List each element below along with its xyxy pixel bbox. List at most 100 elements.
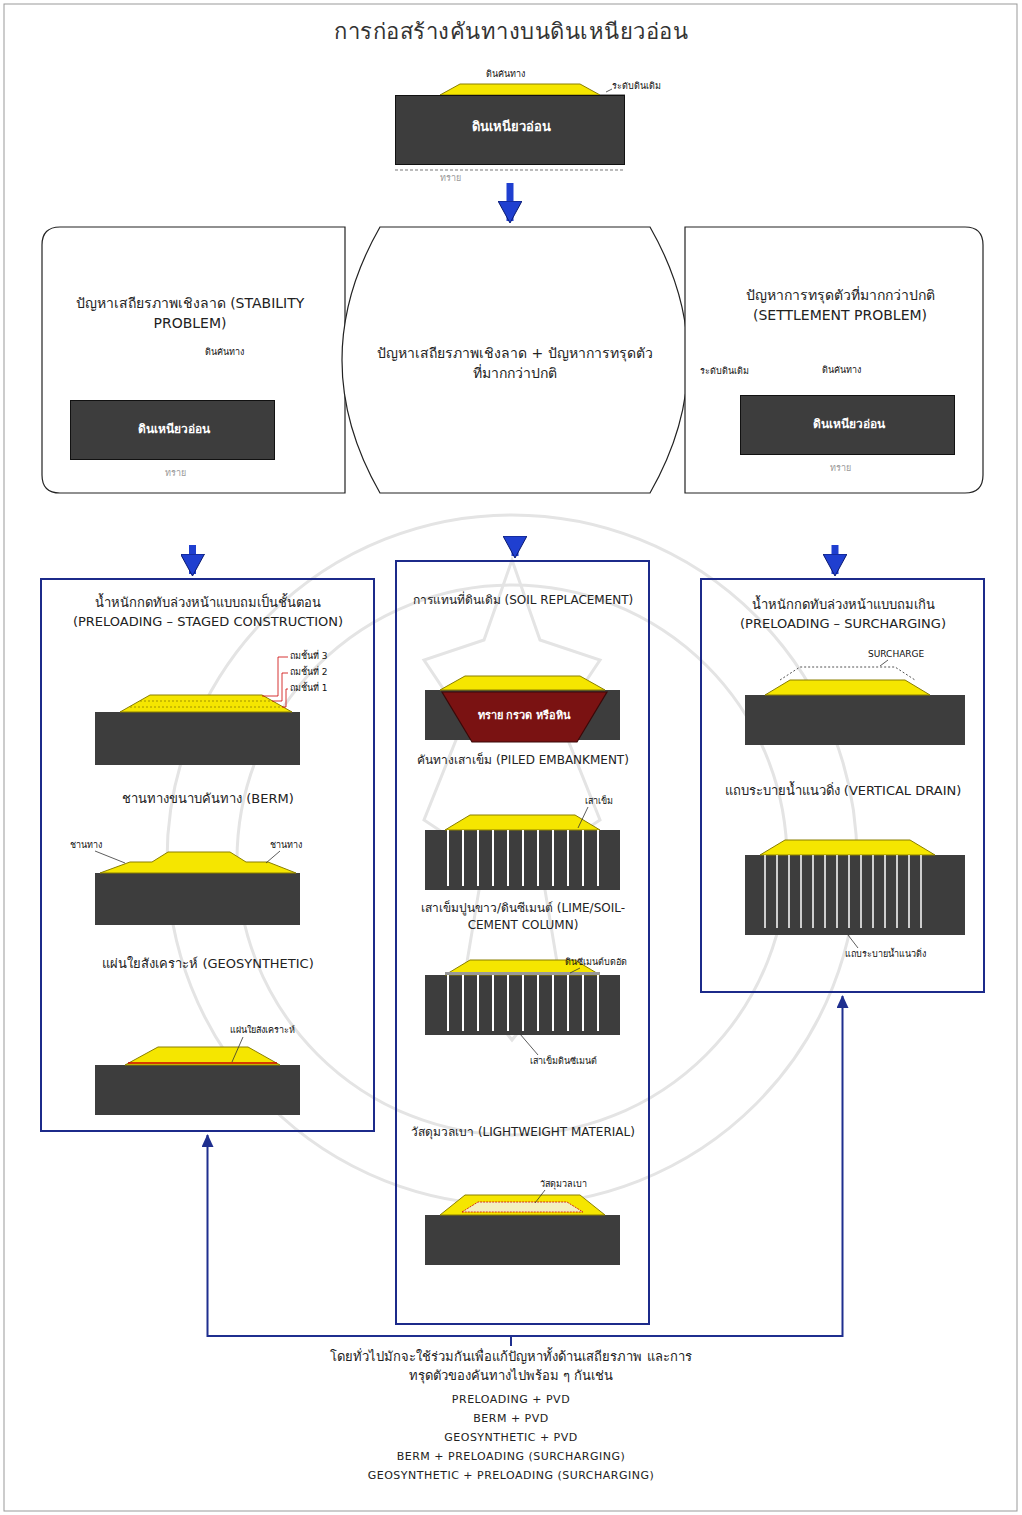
leader-line (570, 968, 580, 973)
embankment-fill (440, 1195, 605, 1215)
stroke-line (522, 975, 524, 1031)
node-text: PRELOADING + PVD (250, 1392, 772, 1408)
part-label: เสาเข็ม (585, 797, 613, 807)
stroke-line (800, 855, 802, 928)
solution-box: น้ำหนักกดทับล่วงหน้าแบบถมเป็นชั้นตอน (PR… (40, 578, 375, 1132)
stroke-line (920, 855, 922, 928)
part-label: ดินคันทาง (205, 348, 244, 358)
soft-clay (425, 830, 620, 890)
geosynthetic-sheet (128, 1062, 277, 1064)
outline-path (442, 692, 607, 742)
fill-layer-line (130, 707, 282, 708)
flow-arrow (512, 545, 519, 556)
stroke-line (848, 855, 850, 928)
embankment-fill (440, 676, 605, 690)
part-label: ระดับดินเดิม (612, 82, 661, 92)
stroke-line (884, 855, 886, 928)
node-text: การแทนที่ดินเดิม (SOIL REPLACEMENT) (405, 592, 641, 609)
soft-clay-box: ดินเหนียวอ่อน (740, 395, 955, 455)
part-label: ถมชั้นที่ 1 (290, 684, 328, 694)
stroke-line (507, 830, 509, 886)
soft-clay (95, 1065, 300, 1115)
leader-line (848, 935, 858, 948)
stroke-line (582, 830, 584, 886)
seal-emblem (424, 560, 600, 1040)
stroke-line (764, 855, 766, 928)
stroke-line (447, 830, 449, 886)
stroke-line (836, 855, 838, 928)
node-text: น้ำหนักกดทับล่วงหน้าแบบถมเป็นชั้นตอน (PR… (54, 594, 362, 632)
node-text: ปัญหาเสถียรภาพเชิงลาด + ปัญหาการทรุดตัวท… (370, 343, 660, 384)
embankment-fill (445, 815, 600, 830)
part-label: ระดับดินเดิม (700, 367, 749, 377)
stroke-line (447, 975, 449, 1031)
stroke-line (908, 855, 910, 928)
node-text: GEOSYNTHETIC + PVD (250, 1430, 772, 1446)
stroke-line (462, 975, 464, 1031)
stroke-line (477, 830, 479, 886)
part-label: ทราย (440, 174, 461, 184)
leader-line (880, 660, 888, 666)
part-label: ดินคันทาง (822, 366, 861, 376)
outline-path (42, 227, 345, 493)
stroke-line (567, 830, 569, 886)
part-label: แถบระบายน้ำแนวดิ่ง (845, 950, 926, 960)
soft-clay (745, 695, 965, 745)
sand-layer (395, 169, 625, 171)
leader-line (606, 89, 612, 92)
stroke-line (537, 975, 539, 1031)
outline-path (685, 227, 983, 493)
pile-lines (448, 830, 598, 886)
part-label: ถมชั้นที่ 3 (290, 652, 328, 662)
embankment-fill (440, 84, 600, 95)
flow-arrow (189, 545, 196, 574)
soft-clay (425, 975, 620, 1035)
stroke-line (896, 855, 898, 928)
stroke-line (776, 855, 778, 928)
part-label: ดินคันทาง (486, 70, 525, 80)
node-text: BERM + PRELOADING (SURCHARGING) (250, 1449, 772, 1465)
leader-line (578, 807, 588, 828)
diagram-title: การก่อสร้างคันทางบนดินเหนียวอ่อน (0, 14, 1022, 49)
embankment-fill (100, 852, 296, 873)
cement-soil-cap (445, 972, 600, 975)
part-label: ทราย (830, 464, 851, 474)
node-text: เสาเข็มปูนขาว/ดินซีเมนต์ (LIME/SOIL-CEME… (405, 900, 641, 935)
node-text: ปัญหาเสถียรภาพเชิงลาด (STABILITY PROBLEM… (55, 293, 325, 334)
embankment-fill (125, 1047, 280, 1065)
problem-region: ปัญหาการทรุดตัวที่มากกว่าปกติ (SETTLEMEN… (685, 225, 985, 495)
stroke-line (872, 855, 874, 928)
seal-ring (237, 585, 787, 1135)
column-lines (448, 975, 598, 1031)
node-text: ชานทางขนาบคันทาง (BERM) (54, 790, 362, 809)
replacement-fill: ทราย กรวด หรือหิน (442, 692, 607, 742)
outline-path (342, 227, 688, 493)
soft-clay (95, 873, 300, 925)
stroke-line (537, 830, 539, 886)
flow-arrow (832, 545, 839, 574)
stroke-line (860, 855, 862, 928)
stroke-line (507, 975, 509, 1031)
drain-lines (765, 855, 921, 928)
part-label: วัสดุมวลเบา (540, 1180, 587, 1190)
page-frame (4, 4, 1017, 1511)
node-text: โดยทั่วไปมักจะใช้ร่วมกันเพื่อแก้ปัญหาทั้… (320, 1348, 702, 1386)
part-label: ถมชั้นที่ 2 (290, 668, 328, 678)
soft-clay-box: ดินเหนียวอ่อน (70, 400, 275, 460)
solution-box: การแทนที่ดินเดิม (SOIL REPLACEMENT)คันทา… (395, 560, 650, 1325)
stroke-line (552, 830, 554, 886)
surcharge-outline (780, 667, 915, 680)
node-text: ปัญหาการทรุดตัวที่มากกว่าปกติ (SETTLEMEN… (705, 285, 975, 326)
node-text: แถบระบายน้ำแนวดิ่ง (VERTICAL DRAIN) (710, 782, 976, 801)
lightweight-layer (462, 1202, 583, 1212)
problem-region: ปัญหาเสถียรภาพเชิงลาด (STABILITY PROBLEM… (40, 225, 345, 495)
soft-clay (745, 855, 965, 935)
fill-layer-line (140, 701, 272, 702)
leader-line (535, 1190, 545, 1203)
bracket-arrow (208, 1135, 512, 1346)
solution-box: น้ำหนักกดทับล่วงหน้าแบบถมเกิน (PRELOADIN… (700, 578, 985, 993)
stroke-line (477, 975, 479, 1031)
embankment-fill (765, 680, 930, 695)
node-text: แผ่นใยสังเคราะห์ (GEOSYNTHETIC) (54, 955, 362, 974)
